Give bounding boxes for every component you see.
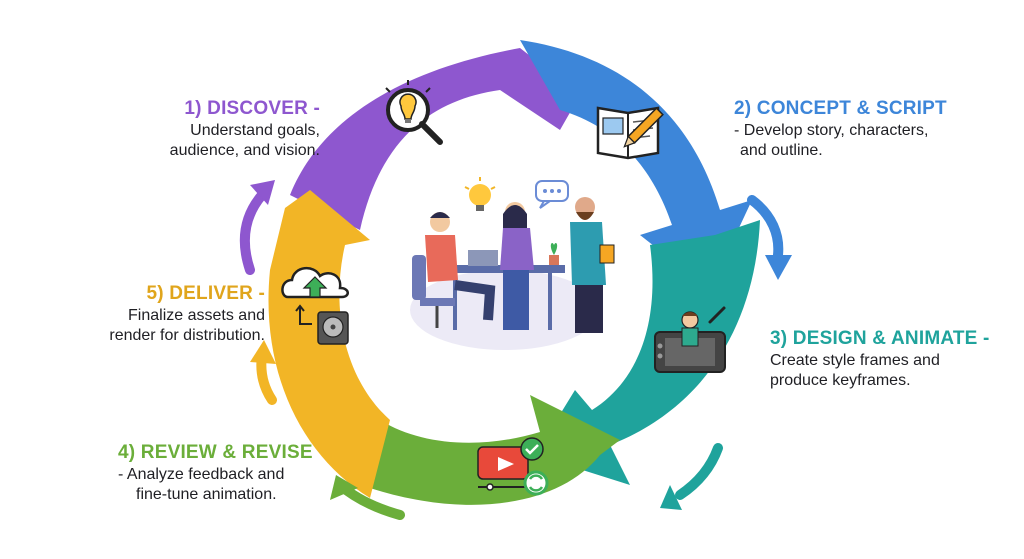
step-design-desc-line-2: produce keyframes. — [770, 371, 911, 389]
ring-segment-design — [535, 220, 760, 485]
step-discover-desc-line-1: Understand goals, — [190, 121, 320, 139]
step-discover: 1) DISCOVER - Understand goals, audience… — [110, 97, 320, 161]
arrowhead-deliver — [330, 475, 358, 500]
step-discover-title: 1) DISCOVER - — [184, 98, 320, 119]
arrowhead-design — [765, 255, 792, 280]
arrowhead-deliver-up — [250, 340, 276, 364]
team-meeting-illustration — [412, 177, 615, 333]
arrowhead-discover — [250, 180, 275, 205]
video-review-icon — [477, 437, 549, 496]
arrow-deliver-to-discover — [239, 190, 267, 275]
cloud-upload-disk-icon — [281, 267, 349, 345]
step-concept-desc-line-2: and outline. — [740, 141, 823, 159]
step-deliver-desc-line-1: Finalize assets and — [128, 306, 265, 324]
step-review-desc-line-2: fine-tune animation. — [136, 485, 277, 503]
step-discover-desc-line-2: audience, and vision. — [169, 141, 320, 159]
step-design-desc-line-1: Create style frames and — [770, 351, 940, 369]
idea-bulb-icon — [464, 177, 496, 211]
arrow-design-to-review — [675, 443, 723, 500]
step-design: 3) DESIGN & ANIMATE - Create style frame… — [770, 327, 1020, 391]
open-book-pencil-icon — [596, 106, 664, 160]
ring-segment-concept — [520, 40, 752, 290]
drawing-tablet-icon — [654, 306, 726, 373]
step-review-title: 4) REVIEW & REVISE — [118, 442, 313, 463]
step-concept-desc-line-1: - Develop story, characters, — [734, 121, 929, 139]
step-review-desc-line-1: - Analyze feedback and — [118, 465, 285, 483]
ring-segment-discover — [290, 48, 580, 230]
step-review: 4) REVIEW & REVISE - Analyze feedback an… — [118, 441, 358, 505]
arrowhead-review — [660, 485, 682, 510]
step-design-title: 3) DESIGN & ANIMATE - — [770, 328, 990, 349]
step-deliver: 5) DELIVER - Finalize assets and render … — [70, 282, 265, 346]
step-deliver-title: 5) DELIVER - — [146, 283, 265, 304]
arrow-concept-to-design — [747, 195, 784, 260]
step-concept: 2) CONCEPT & SCRIPT - Develop story, cha… — [734, 97, 994, 161]
step-deliver-desc-line-2: render for distribution. — [109, 326, 265, 344]
lightbulb-magnifier-icon — [385, 80, 443, 145]
step-concept-title: 2) CONCEPT & SCRIPT — [734, 98, 947, 119]
chat-bubble-icon — [535, 180, 569, 209]
